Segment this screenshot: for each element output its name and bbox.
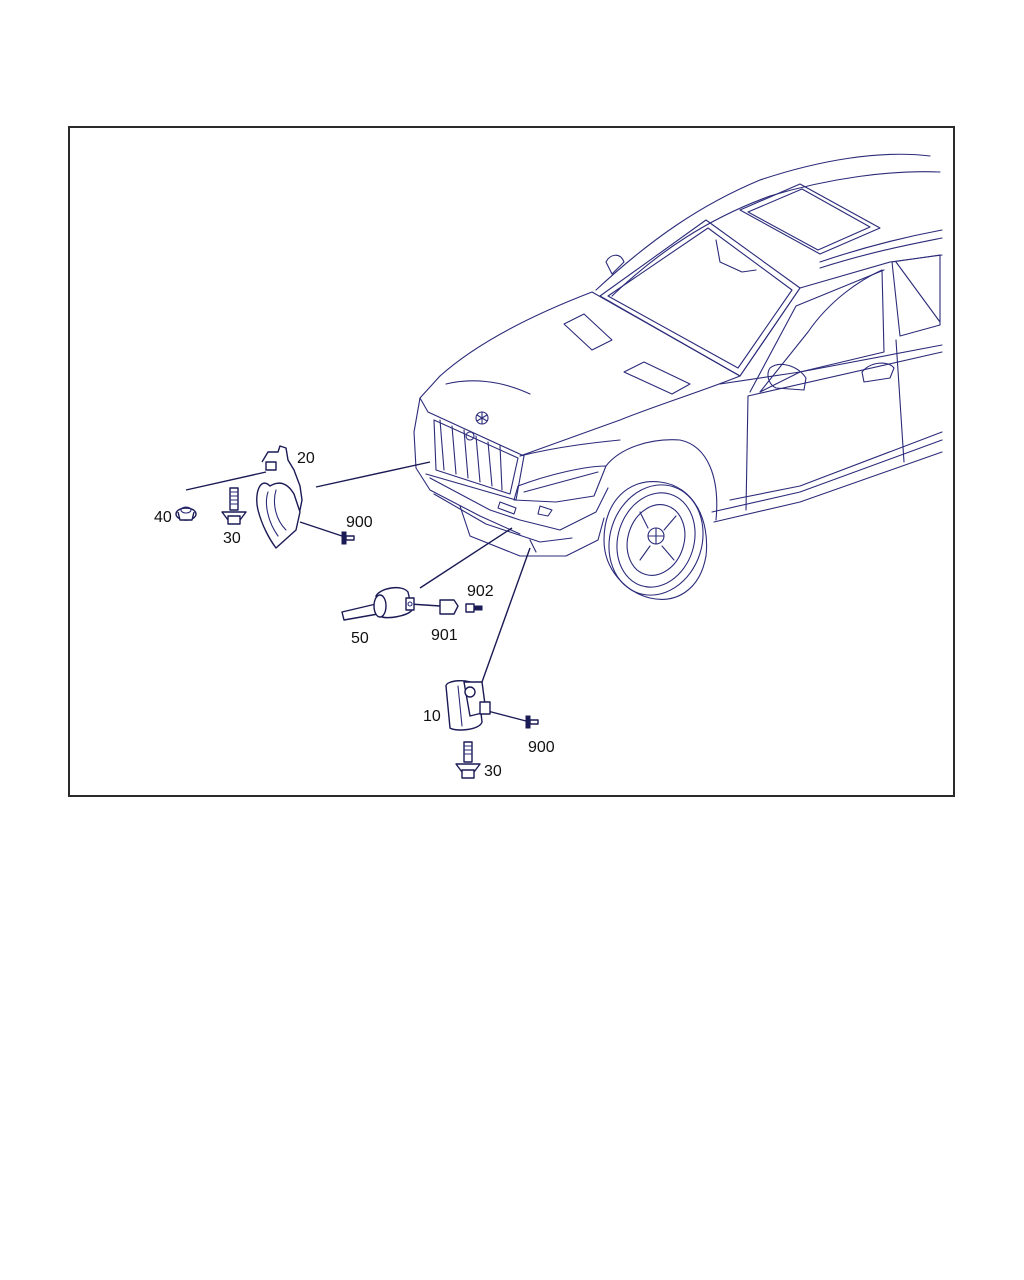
callout-30-upper: 30 <box>223 530 241 547</box>
part-40-nut <box>175 506 197 521</box>
part-900-screw-lower <box>525 715 539 729</box>
part-901-clip <box>439 599 459 615</box>
callout-40: 40 <box>154 509 172 526</box>
callout-50: 50 <box>351 630 369 647</box>
callout-labels: 20 40 30 900 902 50 901 10 900 30 <box>154 450 555 780</box>
leader-lines <box>185 461 531 722</box>
part-30-bolt-upper <box>221 487 247 525</box>
part-902-pin <box>465 603 483 613</box>
part-900-screw-upper <box>341 531 355 545</box>
callout-902: 902 <box>467 583 494 600</box>
part-30-bolt-lower <box>455 741 481 779</box>
callout-900-lower: 900 <box>528 739 555 756</box>
part-20-horn-bracket <box>256 445 303 549</box>
car-illustration <box>413 153 943 600</box>
callout-10: 10 <box>423 708 441 725</box>
part-50-sensor <box>341 586 415 621</box>
callout-900-upper: 900 <box>346 514 373 531</box>
callout-20: 20 <box>297 450 315 467</box>
part-10-horn <box>445 680 491 731</box>
diagram-frame <box>68 126 955 797</box>
callout-901: 901 <box>431 627 458 644</box>
callout-30-lower: 30 <box>484 763 502 780</box>
